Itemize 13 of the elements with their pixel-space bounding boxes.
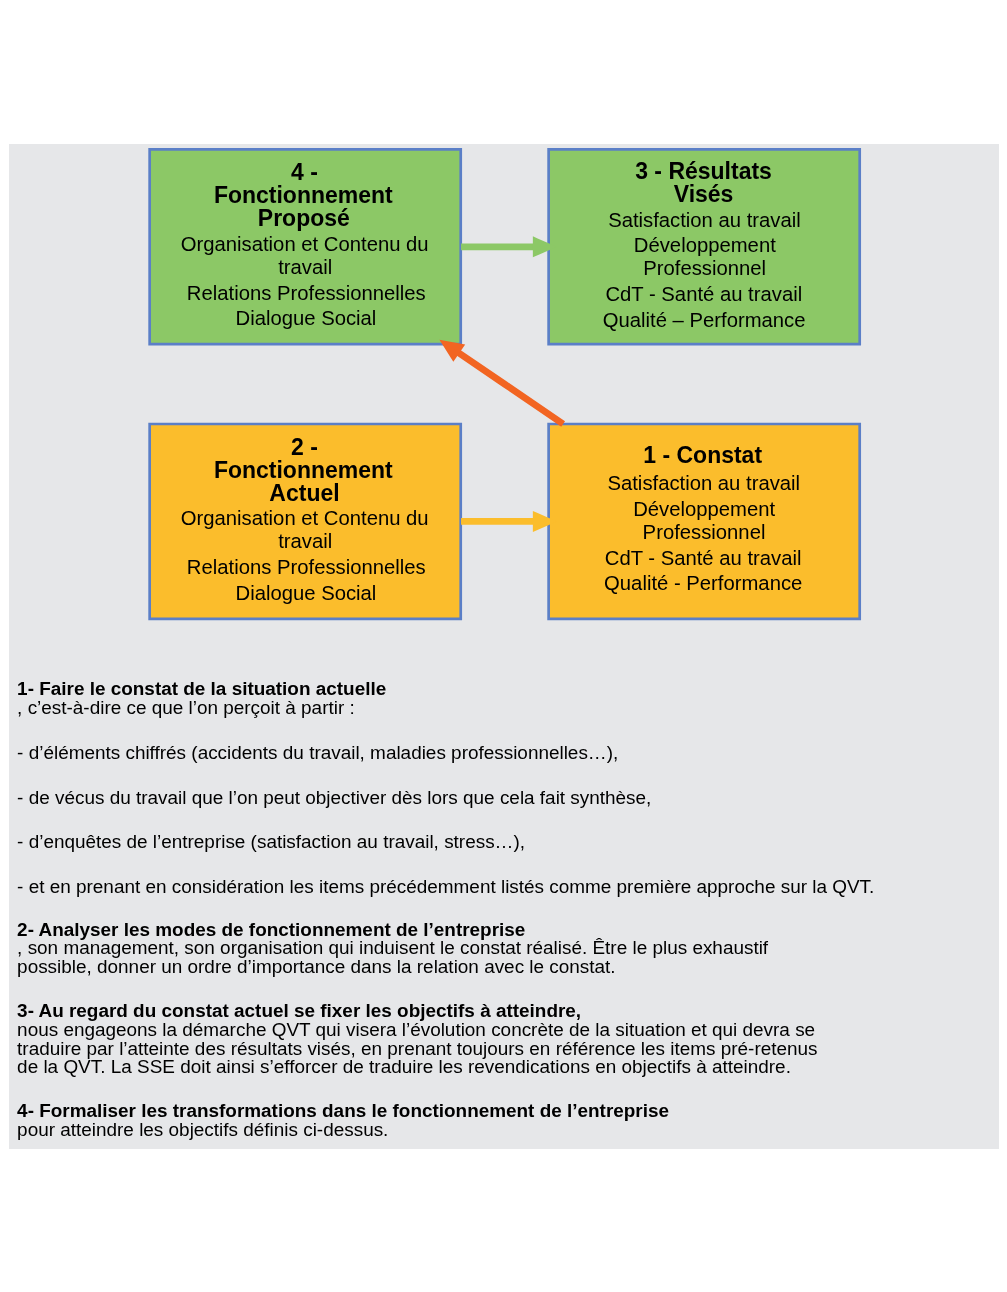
label: 2- Analyser les modes de fonctionnement de l’entreprise, son management, son organisation qui induisent le constat réalisé. Être le plus exhaustif possible, donner un ordre d’importance dans la relation avec le constat. [16,918,768,977]
node-box: 2 - Fonctionnement Actuel Organisation et Contenu du travail Relations Professionnelles Dialogue Social [147,422,462,620]
label: - d’enquêtes de l’entreprise (satisfaction au travail, stress…), [16,830,525,852]
node-box: 3 - Résultats Visés Satisfaction au travail Développement Professionnel CdT - Santé au travail Qualité – Performance [546,147,861,346]
node-box: 1 - Constat Satisfaction au travail Développement Professionnel CdT - Santé au travail Qualité - Performance [546,422,861,620]
node-box: 4 - Fonctionnement Proposé Organisation et Contenu du travail Relations Professionnelles Dialogue Social [147,147,462,346]
label: - de vécus du travail que l’on peut objectiver dès lors que cela fait synthèse, [16,786,651,808]
label: 1- Faire le constat de la situation actuelle, c’est-à-dire ce que l’on perçoit à partir : [16,677,386,718]
label: 4- Formaliser les transformations dans le fonctionnement de l’entreprise pour atteindre les objectifs définis ci-dessus. [16,1099,669,1140]
label: - et en prenant en considération les items précédemment listés comme première approche sur la QVT. [16,875,874,897]
label: - d’éléments chiffrés (accidents du travail, maladies professionnelles…), [16,741,618,763]
arrow [438,339,565,427]
label: 3- Au regard du constat actuel se fixer les objectifs à atteindre, nous engageons la démarche QVT qui visera l’évolution concrète de la situation et qui devra se traduire par l’atteinte des résultats visés, en prenant toujours en référence les items pré-retenus de la QVT. La SSE doit ainsi s’efforcer de traduire les revendications en objectifs à atteindre. [16,999,818,1077]
